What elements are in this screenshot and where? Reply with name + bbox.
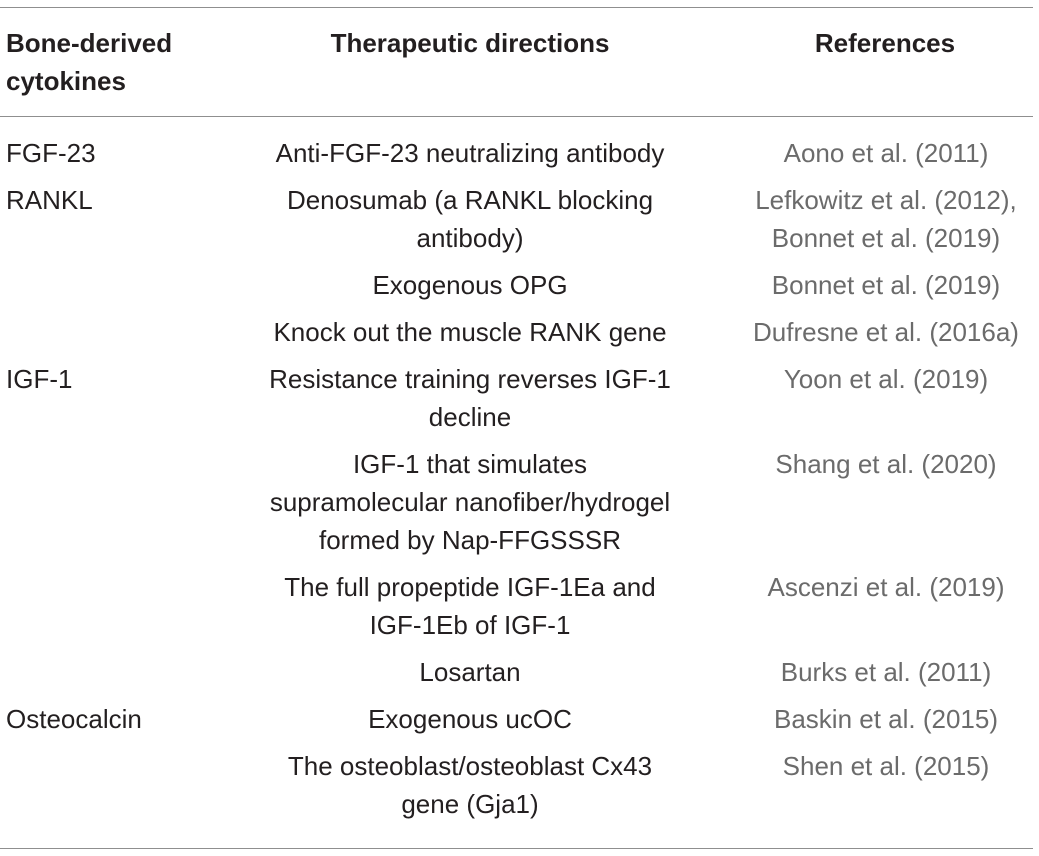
header-references: References xyxy=(814,28,956,58)
therapeutic-direction-line: IGF-1Eb of IGF-1 xyxy=(369,610,571,640)
therapeutic-direction-cell: Denosumab (a RANKL blocking antibody) xyxy=(245,181,695,257)
therapeutic-direction-line: Exogenous ucOC xyxy=(368,704,572,734)
reference-line[interactable]: Bonnet et al. (2019) xyxy=(771,223,1001,253)
therapeutic-direction-line: antibody) xyxy=(416,223,524,253)
therapeutic-direction-cell: Exogenous OPG xyxy=(245,266,695,304)
therapeutic-direction-cell: Knock out the muscle RANK gene xyxy=(245,313,695,351)
table-row: Exogenous OPG Bonnet et al. (2019) xyxy=(0,266,1033,313)
therapeutic-direction-line: IGF-1 that simulates xyxy=(352,449,588,479)
therapeutic-direction-line: formed by Nap-FFGSSSR xyxy=(319,525,621,555)
table-row: The osteoblast/osteoblast Cx43 gene (Gja1… xyxy=(0,747,1033,832)
therapeutic-direction-line: Resistance training reverses IGF-1 xyxy=(269,364,671,394)
therapeutic-direction-line: gene (Gja1) xyxy=(401,789,539,819)
therapeutic-direction-line: Exogenous OPG xyxy=(372,270,568,300)
cytokine-cell: Osteocalcin xyxy=(6,704,142,734)
reference-line[interactable]: Baskin et al. (2015) xyxy=(773,704,998,734)
table-row: Osteocalcin Exogenous ucOC Baskin et al. (… xyxy=(0,700,1033,747)
table-row: Knock out the muscle RANK gene Dufresne e… xyxy=(0,313,1033,360)
therapeutic-direction-cell: Losartan xyxy=(245,653,695,691)
therapeutic-direction-line: Anti-FGF-23 neutralizing antibody xyxy=(275,138,665,168)
reference-line[interactable]: Lefkowitz et al. (2012), xyxy=(755,185,1017,215)
header-therapeutic-directions: Therapeutic directions xyxy=(330,28,610,58)
reference-cell: Baskin et al. (2015) xyxy=(726,700,1039,738)
therapeutic-direction-cell: Anti-FGF-23 neutralizing antibody xyxy=(245,134,695,172)
reference-cell: Aono et al. (2011) xyxy=(726,134,1039,172)
reference-cell: Burks et al. (2011) xyxy=(726,653,1039,691)
reference-line[interactable]: Ascenzi et al. (2019) xyxy=(767,572,1005,602)
table-row: Losartan Burks et al. (2011) xyxy=(0,653,1033,700)
header-bone-derived-cytokines: Bone-derived cytokines xyxy=(6,24,226,100)
therapeutic-direction-cell: Exogenous ucOC xyxy=(245,700,695,738)
header-col1-line2: cytokines xyxy=(6,66,126,96)
table-header-rule xyxy=(0,116,1033,117)
reference-line[interactable]: Yoon et al. (2019) xyxy=(783,364,989,394)
header-col1-line1: Bone-derived xyxy=(6,28,173,58)
reference-cell: Shang et al. (2020) xyxy=(726,445,1039,483)
reference-cell: Dufresne et al. (2016a) xyxy=(726,313,1039,351)
cytokine-cell: IGF-1 xyxy=(6,364,73,394)
table-top-rule xyxy=(0,7,1033,8)
therapeutic-direction-line: Denosumab (a RANKL blocking xyxy=(286,185,654,215)
reference-cell: Yoon et al. (2019) xyxy=(726,360,1039,398)
therapeutic-direction-cell: Resistance training reverses IGF-1 declin… xyxy=(245,360,695,436)
reference-cell: Bonnet et al. (2019) xyxy=(726,266,1039,304)
reference-line[interactable]: Shang et al. (2020) xyxy=(775,449,997,479)
therapeutic-direction-line: Losartan xyxy=(419,657,521,687)
cytokine-cell: FGF-23 xyxy=(6,138,96,168)
reference-line[interactable]: Aono et al. (2011) xyxy=(783,138,989,168)
therapeutic-direction-cell: IGF-1 that simulates supramolecular nanof… xyxy=(245,445,695,559)
reference-line[interactable]: Burks et al. (2011) xyxy=(780,657,992,687)
table-bottom-rule xyxy=(0,848,1033,849)
reference-cell: Lefkowitz et al. (2012), Bonnet et al. (2… xyxy=(726,181,1039,257)
therapeutic-direction-line: decline xyxy=(428,402,512,432)
therapeutic-direction-line: supramolecular nanofiber/hydrogel xyxy=(269,487,671,517)
therapeutic-direction-line: Knock out the muscle RANK gene xyxy=(273,317,667,347)
therapeutic-direction-cell: The osteoblast/osteoblast Cx43 gene (Gja1… xyxy=(245,747,695,823)
therapeutic-direction-line: The osteoblast/osteoblast Cx43 xyxy=(287,751,653,781)
table-row: IGF-1 that simulates supramolecular nanof… xyxy=(0,445,1033,568)
reference-line[interactable]: Bonnet et al. (2019) xyxy=(771,270,1001,300)
reference-cell: Ascenzi et al. (2019) xyxy=(726,568,1039,606)
reference-cell: Shen et al. (2015) xyxy=(726,747,1039,785)
table-row: IGF-1 Resistance training reverses IGF-1 d… xyxy=(0,360,1033,445)
cytokine-cell: RANKL xyxy=(6,185,93,215)
table-row: FGF-23 Anti-FGF-23 neutralizing antibody A… xyxy=(0,134,1033,181)
table-row: RANKL Denosumab (a RANKL blocking antibody… xyxy=(0,181,1033,266)
reference-line[interactable]: Shen et al. (2015) xyxy=(782,751,990,781)
therapeutic-direction-line: The full propeptide IGF-1Ea and xyxy=(284,572,656,602)
reference-line[interactable]: Dufresne et al. (2016a) xyxy=(753,317,1019,347)
